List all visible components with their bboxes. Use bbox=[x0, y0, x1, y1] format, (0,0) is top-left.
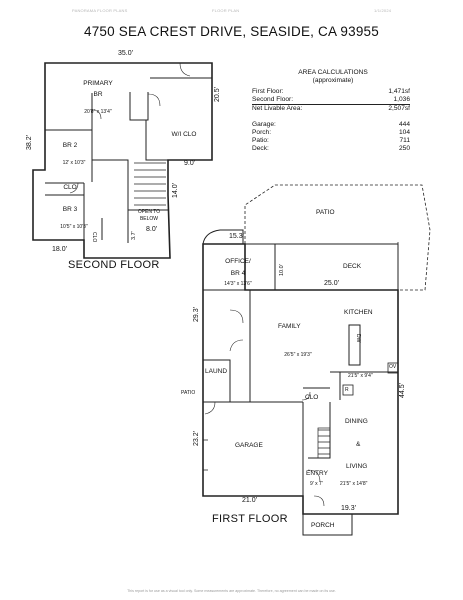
dim-bottom-18: 18.0' bbox=[52, 246, 67, 253]
dim-twentythree: 23.2' bbox=[193, 431, 200, 446]
area-row: Patio: 711 bbox=[252, 137, 410, 145]
room-kitchen-label: KITCHEN bbox=[344, 309, 373, 316]
area-value: 711 bbox=[399, 137, 410, 145]
area-value: 104 bbox=[398, 128, 410, 136]
dim-ten: 10.0' bbox=[279, 264, 285, 276]
dim-left-38: 38.2' bbox=[26, 135, 33, 150]
dishwasher-label: DW bbox=[355, 334, 361, 343]
kitchen-island bbox=[348, 324, 361, 366]
second-floor-walls bbox=[45, 77, 212, 258]
deck-outline bbox=[245, 243, 399, 291]
property-title: 4750 SEA CREST DRIVE, SEASIDE, CA 93955 bbox=[84, 24, 379, 39]
area-row: First Floor: 1,471sf bbox=[252, 88, 410, 96]
porch-outline bbox=[302, 514, 353, 536]
area-heading: AREA CALCULATIONS bbox=[298, 69, 368, 76]
area-label: Patio: bbox=[252, 137, 269, 145]
area-label: Porch: bbox=[252, 128, 272, 136]
room-clo-label: CLO bbox=[63, 184, 77, 191]
room-laundry-label: LAUND bbox=[205, 368, 228, 375]
area-table: First Floor: 1,471sf Second Floor:1,036 N… bbox=[252, 88, 410, 153]
room-living-size: 21'5" x 14'8" bbox=[340, 481, 368, 487]
dim-right-20: 20.5' bbox=[214, 87, 221, 102]
area-value: 250 bbox=[398, 145, 410, 153]
dim-nineteen: 19.3' bbox=[341, 505, 356, 512]
room-dining-label: DINING bbox=[345, 418, 368, 425]
room-amp-label: & bbox=[356, 441, 361, 448]
area-subheading: (approximate) bbox=[312, 77, 354, 84]
room-patio-small-label: PATIO bbox=[181, 390, 196, 396]
area-row: Porch: 104 bbox=[252, 129, 410, 137]
dim-twentynine: 29.3' bbox=[193, 307, 200, 322]
stairs-upper bbox=[134, 162, 166, 206]
area-row: Net Livable Area: 2,507sf bbox=[252, 105, 410, 114]
dim-top-35: 35.0' bbox=[118, 50, 133, 57]
room-br3-size: 10'5" x 10'3" bbox=[60, 224, 88, 230]
room-office-label: OFFICE/ bbox=[225, 258, 251, 265]
area-label: Second Floor: bbox=[252, 96, 363, 106]
area-label: Net Livable Area: bbox=[252, 105, 303, 113]
area-label: Garage: bbox=[252, 120, 276, 128]
room-office-label2: BR 4 bbox=[230, 270, 246, 277]
dim-twentyfive: 25.0' bbox=[324, 280, 339, 287]
first-floor-outline bbox=[202, 243, 399, 515]
room-br2-size: 12' x 10'3" bbox=[62, 160, 86, 166]
dim-twentyone: 21.0' bbox=[242, 497, 257, 504]
room-patio-label: PATIO bbox=[316, 209, 335, 216]
second-floor-outline bbox=[32, 62, 213, 259]
area-row: Second Floor:1,036 bbox=[252, 96, 410, 106]
room-primary-label: PRIMARY bbox=[83, 80, 113, 87]
footer-disclaimer: This report is for use as a visual tool … bbox=[127, 589, 336, 593]
room-br2-label: BR 2 bbox=[62, 142, 78, 149]
stairs-lower bbox=[317, 427, 331, 459]
room-family-size: 26'5" x 19'3" bbox=[284, 352, 312, 358]
area-value: 1,471sf bbox=[388, 88, 410, 95]
dim-fourteen: 14.0' bbox=[172, 183, 179, 198]
room-living-label: LIVING bbox=[346, 463, 368, 470]
header-center: FLOOR PLAN bbox=[212, 8, 240, 13]
area-value: 444 bbox=[398, 120, 410, 128]
area-label: Deck: bbox=[252, 145, 269, 153]
room-office-size: 14'3" x 13'6" bbox=[224, 281, 252, 287]
header-right: 1/1/2024 bbox=[374, 8, 392, 13]
room-entry-size: 9' x 7' bbox=[310, 481, 323, 487]
first-floor-title: FIRST FLOOR bbox=[212, 513, 288, 525]
room-primary-size: 20'8" x 13'4" bbox=[84, 109, 112, 115]
open-to-below-2: BELOW bbox=[139, 216, 159, 222]
room-garage-label: GARAGE bbox=[235, 442, 263, 449]
second-floor-title: SECOND FLOOR bbox=[68, 259, 160, 271]
room-porch-label: PORCH bbox=[311, 522, 335, 529]
header-left: PANORAMA FLOOR PLANS bbox=[72, 8, 128, 13]
room-wiclo-label: W/I CLO bbox=[171, 131, 197, 138]
dim-nine: 9.0' bbox=[184, 160, 196, 167]
area-value: 1,036 bbox=[362, 96, 410, 106]
area-row: Deck: 250 bbox=[252, 145, 410, 153]
area-row: Garage: 444 bbox=[252, 121, 410, 129]
dim-office-width: 15.3' bbox=[229, 233, 244, 240]
room-family-label: FAMILY bbox=[278, 323, 301, 330]
dim-fortyfour: 44.5' bbox=[399, 383, 406, 398]
patio-outline bbox=[244, 184, 431, 291]
dim-three: 3.7' bbox=[131, 231, 137, 240]
room-entry-label: ENTRY bbox=[306, 470, 328, 477]
room-kitchen-size: 21'5" x 9'4" bbox=[348, 373, 373, 379]
room-primary-label2: BR bbox=[93, 91, 103, 98]
area-value: 2,507sf bbox=[388, 105, 410, 113]
area-label: First Floor: bbox=[252, 88, 284, 95]
room-br3-label: BR 3 bbox=[62, 206, 78, 213]
oven-label: OV bbox=[389, 364, 397, 370]
room-clo-first-label: CLO bbox=[305, 394, 319, 401]
room-clo-vertical: CLO bbox=[91, 232, 97, 243]
refrigerator-label: R bbox=[345, 387, 349, 393]
open-to-below-1: OPEN TO bbox=[137, 209, 161, 215]
room-deck-label: DECK bbox=[343, 263, 362, 270]
dim-eight: 8.0' bbox=[146, 226, 158, 233]
